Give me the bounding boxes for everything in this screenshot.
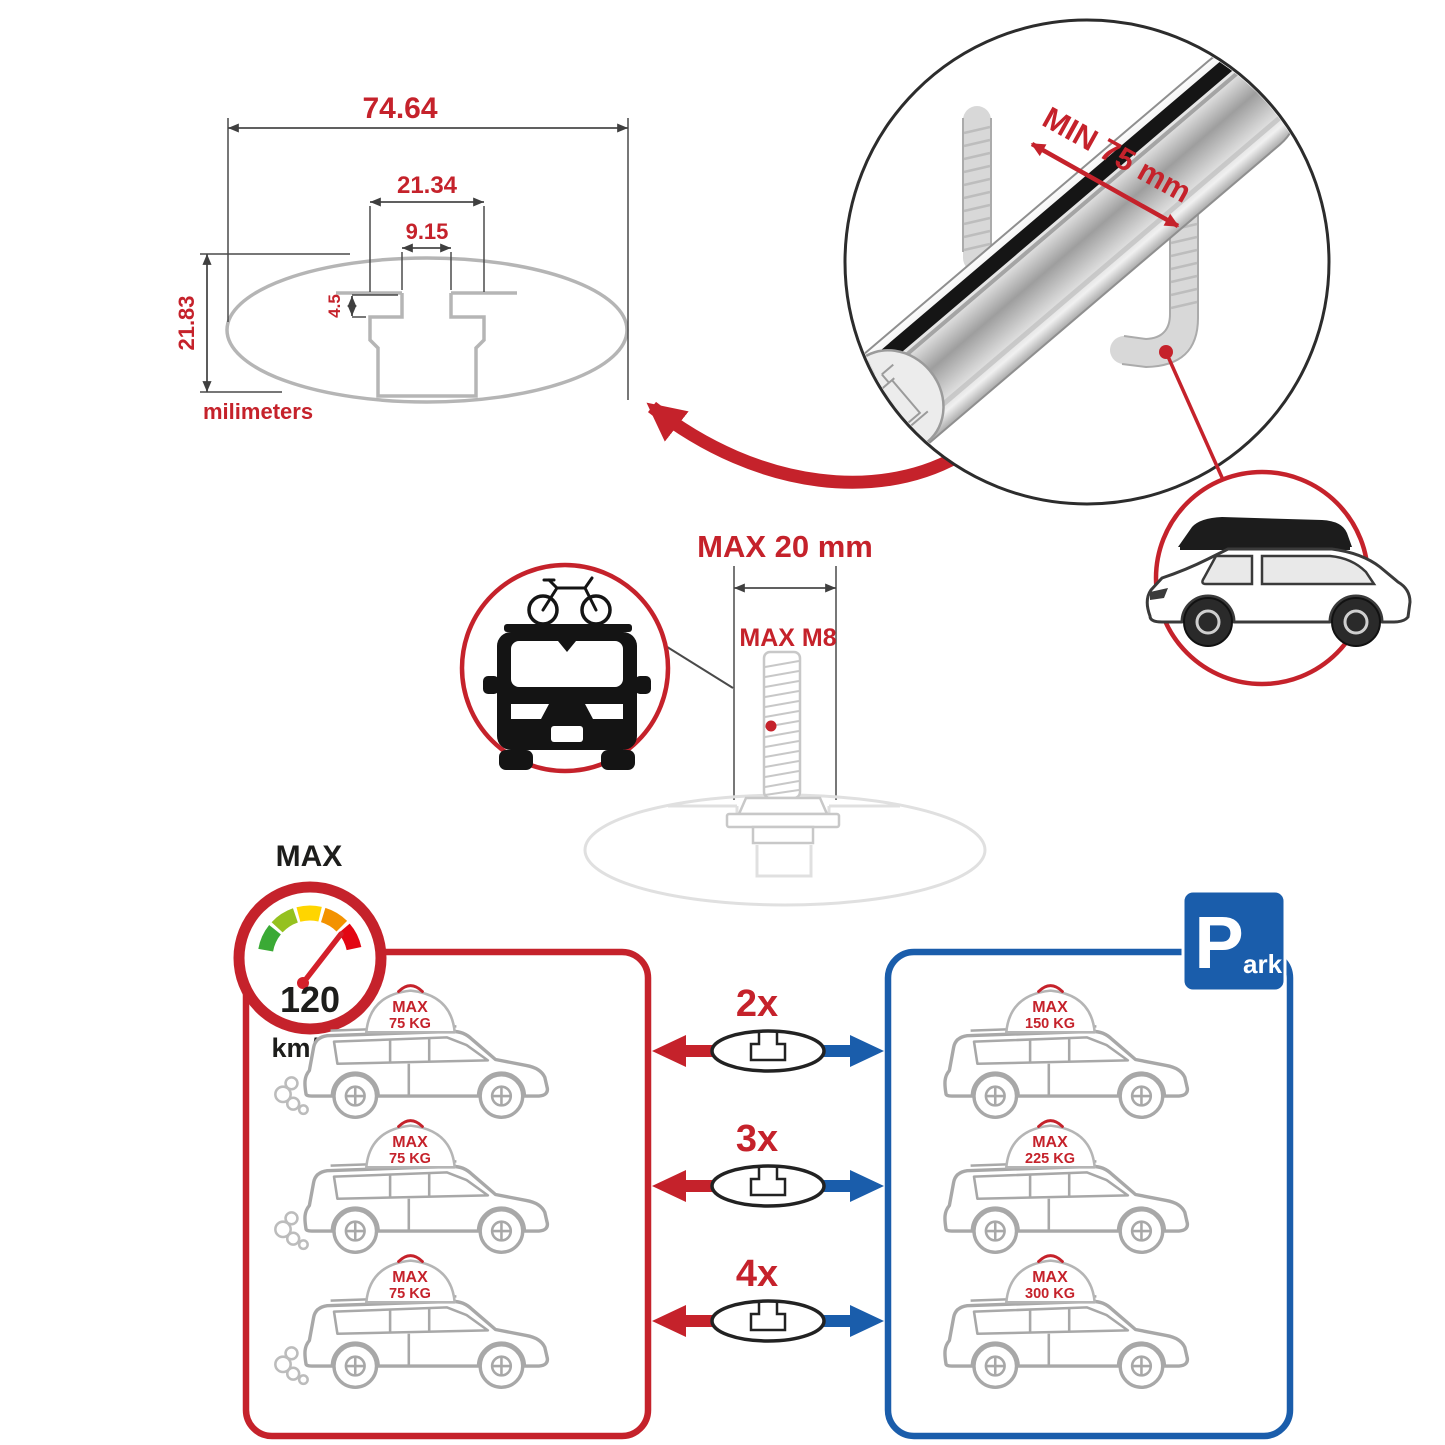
bag-max-label: MAX — [392, 1134, 428, 1151]
bolt-icon — [725, 650, 841, 845]
bag-max-label: MAX — [1032, 1269, 1068, 1286]
speed-max-label: MAX — [276, 840, 343, 873]
bag-max-label: MAX — [392, 999, 428, 1016]
bag-max-label: MAX — [1032, 1134, 1068, 1151]
park-rest: ark — [1243, 949, 1283, 979]
dim-channel-outer-label: 21.34 — [397, 172, 458, 199]
vehicle-roofbox-badge — [1145, 469, 1412, 687]
park-letter: P — [1194, 901, 1243, 984]
bar-closeup: MIN 75 mm — [843, 18, 1331, 506]
bag-weight-value: 150 KG — [1025, 1016, 1075, 1032]
connector-dot — [765, 720, 777, 732]
clamp-hook-icon — [1110, 201, 1199, 369]
suv-roofbox-icon — [1145, 517, 1412, 647]
arrow-right-icon — [820, 1170, 884, 1202]
bar-profile-ellipse — [225, 256, 629, 404]
bag-max-label: MAX — [1032, 999, 1068, 1016]
arrow-right-icon — [820, 1305, 884, 1337]
gauge-needle — [300, 931, 344, 986]
speed-limit-gauge: MAX 120 km/h — [233, 840, 387, 1063]
dim-channel-inner-label: 9.15 — [406, 219, 449, 244]
leader-line — [663, 644, 734, 689]
bag-weight-value: 75 KG — [389, 1151, 431, 1167]
bag-weight-value: 75 KG — [389, 1286, 431, 1302]
bolt-diagram: MAX 20 mm MAX M8 — [583, 529, 987, 907]
clamp-hook-icon — [962, 106, 992, 272]
dim-lip-label: 4.5 — [325, 294, 344, 318]
multiplier-label: 2x — [736, 983, 778, 1025]
capacity-arrows: 2x 3x 4x — [652, 983, 884, 1343]
bag-weight-value: 300 KG — [1025, 1286, 1075, 1302]
connector-line — [1164, 351, 1226, 483]
multiplier-label: 4x — [736, 1253, 778, 1295]
aluminum-bar — [847, 39, 1301, 457]
dim-height-label: 21.83 — [174, 295, 199, 350]
arrow-left-icon — [652, 1305, 716, 1337]
bag-weight-value: 225 KG — [1025, 1151, 1075, 1167]
car-front-bike-icon — [483, 576, 651, 770]
parking-sign-icon: P ark — [1181, 889, 1287, 993]
bolt-max-length-label: MAX 20 mm — [697, 529, 873, 564]
arrow-left-icon — [652, 1170, 716, 1202]
bike-vehicle-badge — [459, 562, 671, 774]
bag-max-label: MAX — [392, 1269, 428, 1286]
speed-value: 120 — [280, 979, 340, 1020]
dim-width-label: 74.64 — [362, 92, 437, 125]
bolt-max-thread-label: MAX M8 — [739, 624, 836, 652]
arrow-right-icon — [820, 1035, 884, 1067]
bag-weight-value: 75 KG — [389, 1016, 431, 1032]
min-grip-arrow — [1030, 142, 1180, 228]
multiplier-label: 3x — [736, 1118, 778, 1160]
cross-section-diagram: 74.64 21.34 9.15 4.5 21.83 milimeters — [174, 92, 629, 424]
arrow-left-icon — [652, 1035, 716, 1067]
driving-cars: MAX 75 KG MAX 75 KG MAX 75 KG — [274, 984, 550, 1390]
bar-profile-channel — [336, 291, 517, 398]
units-label: milimeters — [203, 399, 313, 424]
curved-arrow-icon — [646, 401, 969, 489]
parked-cars: MAX 150 KG MAX 225 KG MAX 300 KG — [943, 984, 1190, 1390]
